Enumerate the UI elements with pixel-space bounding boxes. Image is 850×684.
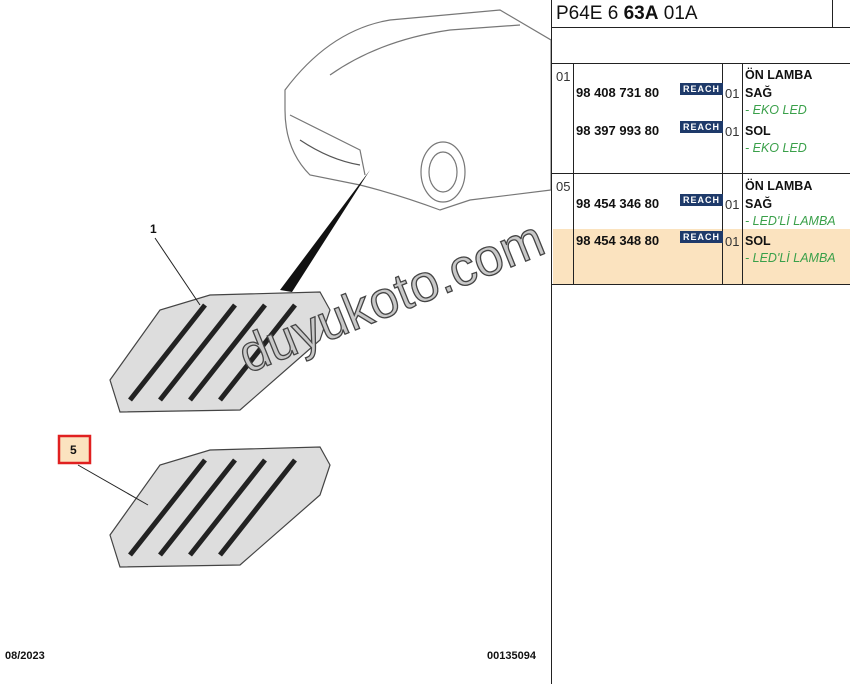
part-number[interactable]: 98 454 346 80 bbox=[576, 196, 660, 211]
side: SOL bbox=[745, 234, 771, 248]
callout-5[interactable]: 5 bbox=[70, 443, 77, 457]
reach-badge: REACH bbox=[680, 121, 724, 133]
reach-badge: REACH bbox=[680, 83, 724, 95]
note: - EKO LED bbox=[745, 103, 807, 117]
footer-number: 00135094 bbox=[487, 650, 536, 662]
reach-badge: REACH bbox=[680, 194, 724, 206]
reach-badge: REACH bbox=[680, 231, 724, 243]
quantity: 01 bbox=[725, 86, 740, 101]
note: - LED'Lİ LAMBA bbox=[745, 214, 836, 228]
side: SOL bbox=[745, 124, 771, 138]
note: - EKO LED bbox=[745, 141, 807, 155]
group-title: ÖN LAMBA bbox=[745, 68, 813, 82]
callout-5-box bbox=[57, 434, 92, 465]
part-number[interactable]: 98 408 731 80 bbox=[576, 85, 660, 100]
quantity: 01 bbox=[725, 124, 740, 139]
car-illustration bbox=[284, 9, 551, 211]
quantity: 01 bbox=[725, 234, 740, 249]
ref-number: 05 bbox=[556, 179, 571, 194]
ref-number: 01 bbox=[556, 69, 571, 84]
part-number[interactable]: 98 454 348 80 bbox=[576, 233, 660, 248]
note: - LED'Lİ LAMBA bbox=[745, 251, 836, 265]
part-number[interactable]: 98 397 993 80 bbox=[576, 123, 660, 138]
side: SAĞ bbox=[745, 86, 773, 100]
parts-diagram bbox=[57, 9, 551, 568]
side: SAĞ bbox=[745, 197, 773, 211]
quantity: 01 bbox=[725, 197, 740, 212]
leader-arrow bbox=[280, 170, 370, 292]
group-title: ÖN LAMBA bbox=[745, 179, 813, 193]
callout-1[interactable]: 1 bbox=[150, 222, 157, 236]
catalog-code: P64E 6 63A 01A bbox=[556, 3, 698, 24]
grille-part-1 bbox=[109, 291, 331, 413]
footer-date: 08/2023 bbox=[5, 650, 45, 662]
grille-part-5 bbox=[109, 446, 331, 568]
